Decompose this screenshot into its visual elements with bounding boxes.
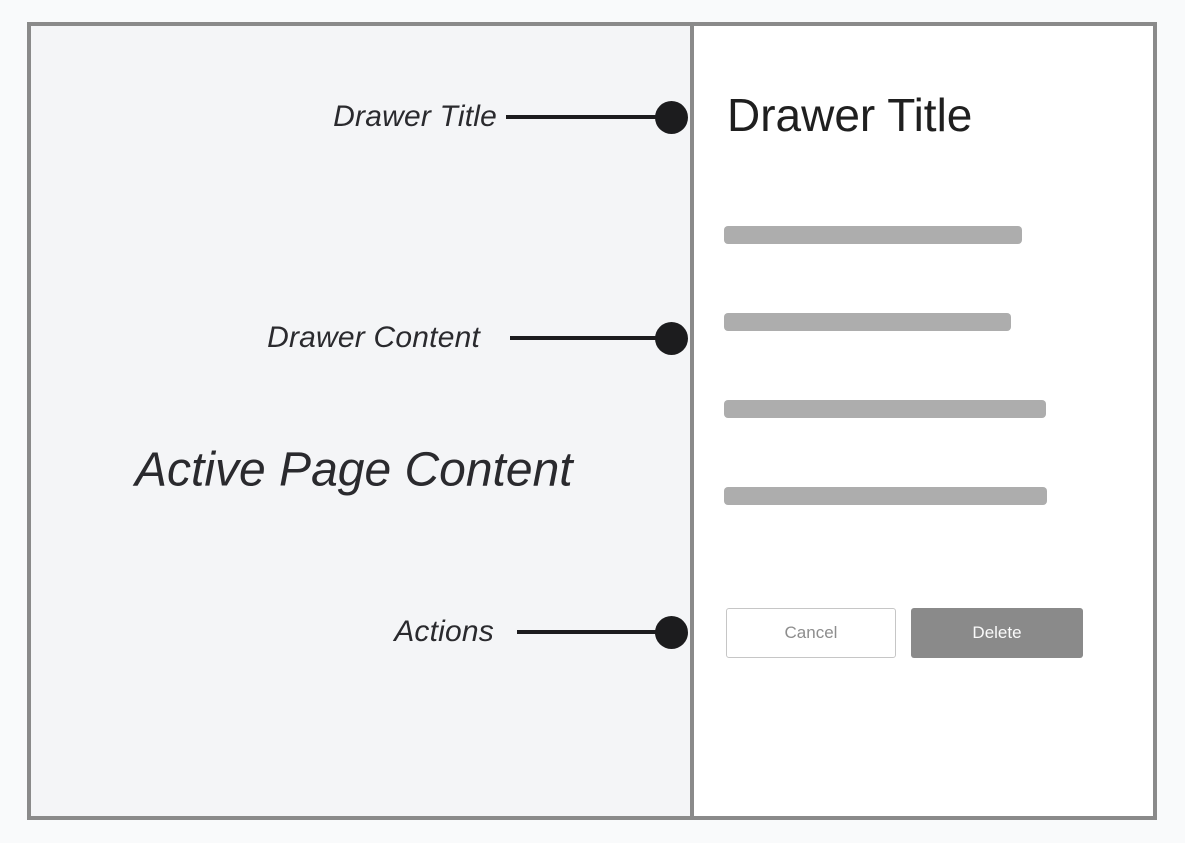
app-frame: Drawer Title Drawer Content Active Page … [27, 22, 1157, 820]
drawer-title: Drawer Title [727, 89, 973, 141]
content-placeholder-bar [724, 313, 1011, 331]
connector-line [517, 630, 657, 634]
drawer-actions-row: Cancel Delete [726, 608, 1083, 658]
active-page-content-label: Active Page Content [135, 443, 573, 497]
delete-button[interactable]: Delete [911, 608, 1083, 658]
active-page-panel: Drawer Title Drawer Content Active Page … [31, 26, 690, 816]
content-placeholder-bar [724, 226, 1022, 244]
annotation-label: Drawer Content [267, 321, 480, 354]
drawer-panel: Drawer Title Cancel Delete [690, 26, 1153, 816]
content-placeholder-bar [724, 487, 1047, 505]
content-placeholder-bar [724, 400, 1046, 418]
connector-dot-icon [655, 100, 688, 134]
annotation-label: Drawer Title [333, 100, 497, 133]
annotation-actions: Actions [394, 615, 688, 649]
drawer-content-bars [724, 226, 1047, 574]
connector-line [506, 115, 657, 119]
cancel-button[interactable]: Cancel [726, 608, 896, 658]
annotation-drawer-content: Drawer Content [267, 321, 688, 355]
annotation-drawer-title: Drawer Title [333, 100, 688, 134]
connector-dot-icon [655, 615, 688, 649]
connector-line [510, 336, 657, 340]
connector-dot-icon [655, 321, 688, 355]
annotation-label: Actions [394, 615, 494, 648]
